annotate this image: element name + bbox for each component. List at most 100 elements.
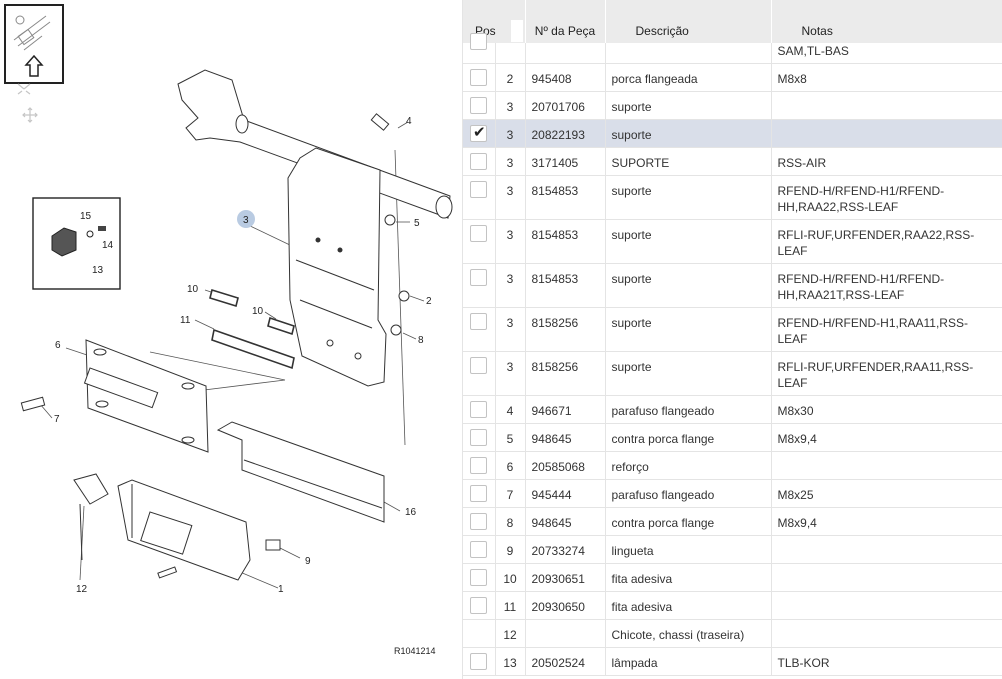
row-pos: 5 bbox=[495, 423, 526, 452]
row-checkbox[interactable] bbox=[470, 457, 487, 474]
row-part-number: 8158256 bbox=[525, 351, 606, 396]
row-checkbox[interactable] bbox=[470, 653, 487, 670]
row-part-number: 945408 bbox=[525, 63, 606, 92]
thumbnail-navigator-icon[interactable] bbox=[4, 4, 64, 84]
row-part-number: 20822193 bbox=[525, 119, 606, 148]
row-pos: 8 bbox=[495, 507, 526, 536]
row-part-number: 20930650 bbox=[525, 591, 606, 620]
row-select-cell bbox=[463, 591, 496, 620]
row-checkbox[interactable] bbox=[470, 357, 487, 374]
header-description[interactable]: Descrição bbox=[605, 0, 772, 43]
row-notes: TLB-KOR bbox=[771, 647, 1002, 676]
row-select-cell bbox=[463, 619, 496, 648]
pan-move-icon[interactable] bbox=[6, 104, 42, 126]
row-notes: RSS-AIR bbox=[771, 147, 1002, 176]
row-pos: 3 bbox=[495, 219, 526, 264]
row-description: contra porca flange bbox=[605, 423, 772, 452]
parts-table: Pos Nº da Peça Descrição Notas SAM,TL-BA… bbox=[463, 0, 1002, 676]
row-description: suporte bbox=[605, 263, 772, 308]
parts-diagram[interactable]: 1 2 3 4 5 6 7 8 9 10 10 11 12 13 14 15 1… bbox=[0, 0, 462, 679]
row-pos: 3 bbox=[495, 307, 526, 352]
row-notes: SAM,TL-BAS bbox=[771, 43, 1002, 64]
row-pos bbox=[495, 43, 526, 64]
header-description-label: Descrição bbox=[635, 24, 689, 38]
row-pos: 3 bbox=[495, 351, 526, 396]
row-checkbox[interactable] bbox=[470, 33, 487, 50]
row-description: reforço bbox=[605, 451, 772, 480]
row-notes bbox=[771, 119, 1002, 148]
row-pos: 3 bbox=[495, 119, 526, 148]
row-checkbox[interactable] bbox=[470, 225, 487, 242]
header-part-number[interactable]: Nº da Peça bbox=[525, 0, 606, 43]
row-checkbox[interactable] bbox=[470, 124, 487, 142]
row-part-number: 8154853 bbox=[525, 263, 606, 308]
row-description: suporte bbox=[605, 307, 772, 352]
row-pos: 12 bbox=[495, 619, 526, 648]
row-part-number: 8154853 bbox=[525, 219, 606, 264]
diagram-canvas[interactable]: 1 2 3 4 5 6 7 8 9 10 10 11 12 13 14 15 1… bbox=[0, 0, 462, 679]
row-part-number: 948645 bbox=[525, 423, 606, 452]
row-part-number: 3171405 bbox=[525, 147, 606, 176]
row-checkbox[interactable] bbox=[470, 569, 487, 586]
row-select-cell bbox=[463, 175, 496, 220]
arrow-up-icon bbox=[24, 54, 44, 77]
callout-3: 3 bbox=[243, 215, 249, 226]
row-description: suporte bbox=[605, 119, 772, 148]
row-checkbox[interactable] bbox=[470, 401, 487, 418]
row-checkbox[interactable] bbox=[470, 513, 487, 530]
row-description: suporte bbox=[605, 351, 772, 396]
support-bracket bbox=[287, 147, 387, 387]
row-select-cell bbox=[463, 147, 496, 176]
row-checkbox[interactable] bbox=[470, 313, 487, 330]
row-select-cell bbox=[463, 395, 496, 424]
row-checkbox[interactable] bbox=[470, 269, 487, 286]
row-notes: RFEND-H/RFEND-H1/RFEND-HH,RAA22,RSS-LEAF bbox=[771, 175, 1002, 220]
callout-13: 13 bbox=[92, 265, 104, 276]
row-checkbox[interactable] bbox=[470, 485, 487, 502]
row-part-number: 8158256 bbox=[525, 307, 606, 352]
row-pos: 3 bbox=[495, 91, 526, 120]
table-row[interactable]: SAM,TL-BAS bbox=[463, 33, 1002, 64]
row-checkbox[interactable] bbox=[470, 541, 487, 558]
row-part-number: 946671 bbox=[525, 395, 606, 424]
row-checkbox[interactable] bbox=[470, 69, 487, 86]
row-checkbox[interactable] bbox=[470, 597, 487, 614]
row-notes bbox=[771, 563, 1002, 592]
row-notes: M8x8 bbox=[771, 63, 1002, 92]
row-description: parafuso flangeado bbox=[605, 395, 772, 424]
row-checkbox[interactable] bbox=[470, 97, 487, 114]
row-select-cell bbox=[463, 479, 496, 508]
callout-3-highlight[interactable] bbox=[237, 210, 255, 228]
header-notes[interactable]: Notas bbox=[771, 0, 1002, 43]
fit-screen-icon[interactable] bbox=[6, 78, 42, 100]
row-checkbox[interactable] bbox=[470, 181, 487, 198]
row-checkbox[interactable] bbox=[470, 429, 487, 446]
parts-list-panel[interactable]: Pos Nº da Peça Descrição Notas SAM,TL-BA… bbox=[462, 0, 1002, 679]
select-all-checkbox[interactable] bbox=[511, 20, 523, 42]
callout-12: 12 bbox=[76, 584, 88, 595]
row-checkbox[interactable] bbox=[470, 153, 487, 170]
table-header-row: Pos Nº da Peça Descrição Notas bbox=[463, 0, 1002, 43]
row-select-cell bbox=[463, 423, 496, 452]
row-part-number: 948645 bbox=[525, 507, 606, 536]
callout-8: 8 bbox=[418, 335, 424, 346]
